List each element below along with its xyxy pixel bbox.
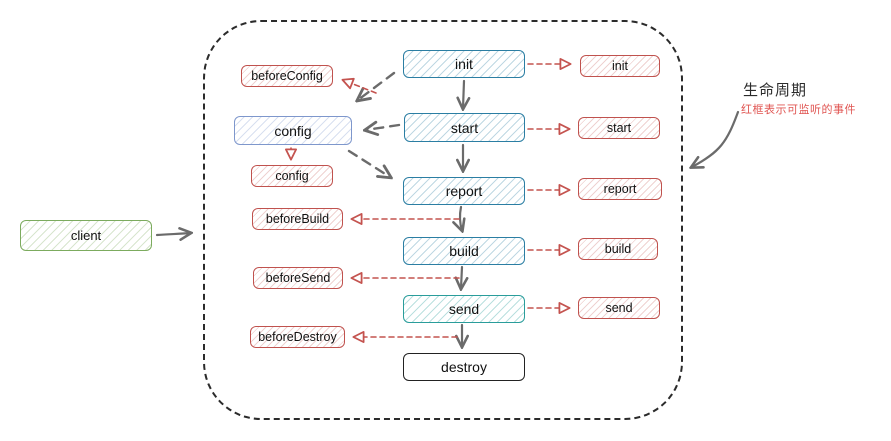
- node-destroy: destroy: [403, 353, 525, 381]
- event-before-build: beforeBuild: [252, 208, 343, 230]
- node-client: client: [20, 220, 152, 251]
- legend-note: 红框表示可监听的事件: [741, 104, 856, 116]
- node-build: build: [403, 237, 525, 265]
- event-before-destroy: beforeDestroy: [250, 326, 345, 348]
- legend-title: 生命周期: [743, 82, 808, 99]
- node-report: report: [403, 177, 525, 205]
- event-start: start: [578, 117, 660, 139]
- arrow-client-to-container: [155, 233, 190, 235]
- node-config: config: [234, 116, 352, 145]
- node-send: send: [403, 295, 525, 323]
- node-start: start: [404, 113, 525, 142]
- event-before-send: beforeSend: [253, 267, 343, 289]
- node-init: init: [403, 50, 525, 78]
- event-report: report: [578, 178, 662, 200]
- event-init: init: [580, 55, 660, 77]
- event-before-config: beforeConfig: [241, 65, 333, 87]
- event-build: build: [578, 238, 658, 260]
- event-send: send: [578, 297, 660, 319]
- lifecycle-boundary: [203, 20, 683, 420]
- event-config: config: [251, 165, 333, 187]
- arrow-legend-to-container: [692, 110, 740, 167]
